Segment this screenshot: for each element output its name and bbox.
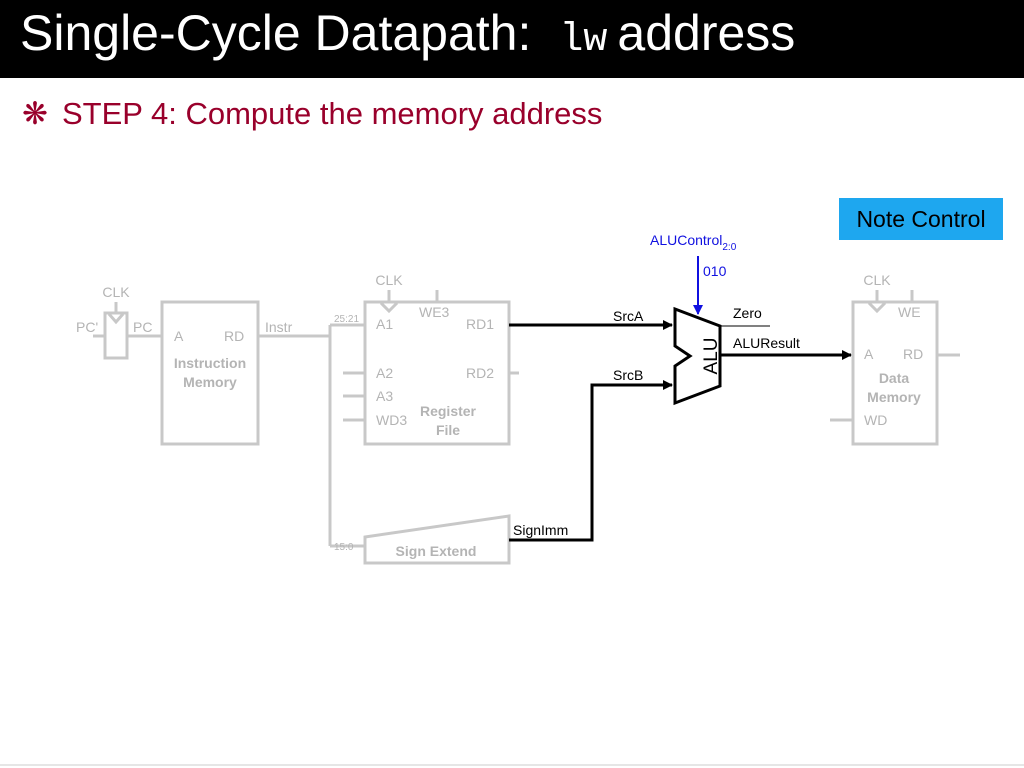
alu-label: ALU (701, 338, 722, 375)
instr-bus: Instr 25:21 15:0 (258, 314, 365, 553)
note-control-box: Note Control (839, 198, 1003, 240)
alucontrol-subscript: 2:0 (722, 242, 736, 253)
imem-box (160, 300, 260, 446)
instruction-memory: A RD Instruction Memory (160, 300, 260, 446)
bits-imm-label: 15:0 (334, 542, 354, 553)
alu-control: ALUControl2:0 010 (650, 232, 737, 315)
register-file: CLK WE3 A1 RD1 A2 RD2 A3 WD3 Register Fi… (343, 272, 519, 446)
bullet-step: ❋ STEP 4: Compute the memory address (22, 96, 602, 132)
zero-label: Zero (733, 305, 762, 321)
rf-title-line1: Register (420, 403, 477, 419)
pc-register: CLK PC' PC (76, 284, 162, 360)
pc-clock-triangle (107, 313, 125, 325)
dm-box (851, 300, 939, 446)
sign-extend-label: Sign Extend (396, 543, 477, 559)
data-memory: CLK WE A RD Data Memory WD (830, 272, 960, 446)
dm-clock-triangle (867, 301, 887, 314)
rf-title-line2: File (436, 422, 460, 438)
rf-rd2-label: RD2 (466, 365, 494, 381)
rf-we3-label: WE3 (419, 304, 450, 320)
signimm-label: SignImm (513, 522, 568, 538)
rf-clk-label: CLK (375, 272, 403, 288)
dm-rd-label: RD (903, 346, 923, 362)
rf-a3-label: A3 (376, 388, 393, 404)
alucontrol-value: 010 (703, 263, 727, 279)
dm-we-label: WE (898, 304, 921, 320)
bits-rs-label: 25:21 (334, 314, 359, 325)
dm-a-label: A (864, 346, 874, 362)
dm-title-line2: Memory (867, 389, 921, 405)
bottom-rule (0, 764, 1024, 766)
note-control-label: Note Control (856, 205, 986, 232)
sign-extend-shape (363, 514, 511, 565)
rf-box (363, 300, 511, 446)
alucontrol-label: ALUControl2:0 (650, 232, 737, 253)
dm-clk-label: CLK (863, 272, 891, 288)
title-code: lw (559, 18, 608, 63)
rf-a2-label: A2 (376, 365, 393, 381)
dm-title-line1: Data (879, 370, 910, 386)
rf-rd1-label: RD1 (466, 316, 494, 332)
sign-extend-unit: Sign Extend (363, 514, 511, 565)
alucontrol-name: ALUControl (650, 232, 722, 248)
title-part1: Single-Cycle Datapath: (20, 5, 532, 61)
instr-label: Instr (265, 319, 293, 335)
srcb-wire (509, 380, 673, 542)
rf-a1-label: A1 (376, 316, 393, 332)
pc-next-label: PC' (76, 319, 98, 335)
dm-wd-label: WD (864, 412, 887, 428)
pc-label: PC (133, 319, 152, 335)
bullet-text: STEP 4: Compute the memory address (61, 96, 603, 131)
alu-shape (673, 306, 722, 406)
pc-clk-label: CLK (102, 284, 130, 300)
imem-a-label: A (174, 328, 184, 344)
srcb-label: SrcB (613, 367, 643, 383)
aluresult-label: ALUResult (733, 335, 800, 351)
imem-rd-label: RD (224, 328, 244, 344)
imem-title-line2: Memory (183, 374, 237, 390)
imem-title-line1: Instruction (174, 355, 246, 371)
rf-wd3-label: WD3 (376, 412, 407, 428)
alu-unit: ALU Zero ALUResult (673, 305, 852, 406)
bullet-icon: ❋ (22, 96, 48, 131)
title-part2: address (617, 5, 796, 61)
srca-label: SrcA (613, 308, 644, 324)
rf-clock-triangle (379, 301, 399, 314)
active-wires: SrcA SrcB SignImm (509, 308, 673, 542)
